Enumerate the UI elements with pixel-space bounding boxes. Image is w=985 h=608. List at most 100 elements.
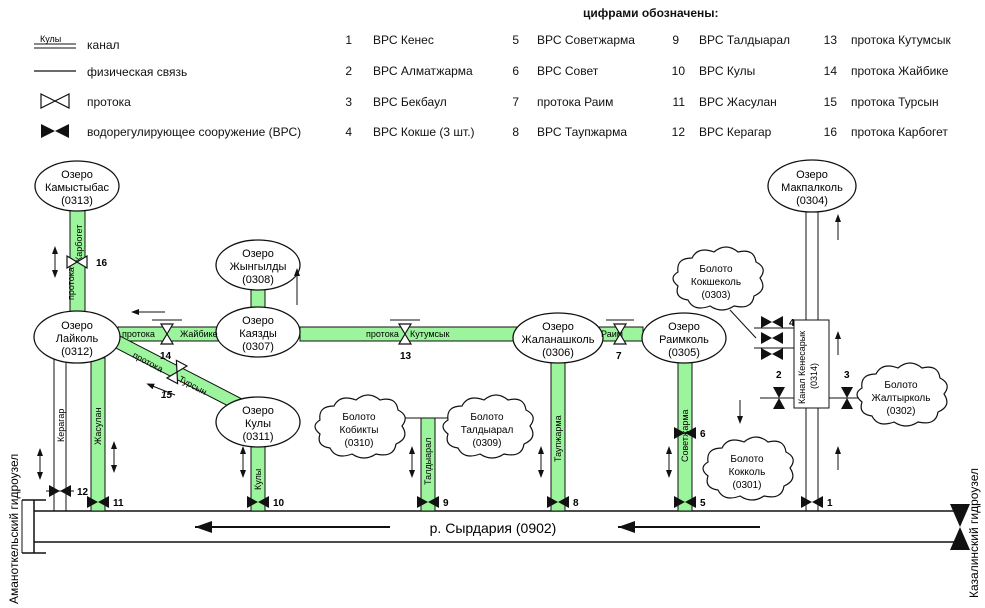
legend-num-12: 12 bbox=[671, 125, 685, 139]
lake-makpalkol-code: (0304) bbox=[796, 195, 828, 207]
channel-label-keragar: Керагар bbox=[56, 409, 66, 442]
lake-kayazdy-name: Озеро bbox=[242, 315, 274, 327]
canal-kenesaryk-code: (0314) bbox=[809, 363, 819, 389]
legend-item-2: ВРС Алматжарма bbox=[373, 64, 473, 78]
legend-num-6: 6 bbox=[512, 64, 519, 78]
num-14: 14 bbox=[160, 351, 172, 362]
num-13: 13 bbox=[400, 351, 412, 362]
structure-2 bbox=[773, 387, 785, 409]
lake-kamystybas bbox=[34, 160, 120, 212]
channel-label-zhasulan: Жасулан bbox=[93, 408, 103, 445]
structure-10 bbox=[247, 496, 269, 508]
lake-kamystybas-code: (0313) bbox=[61, 195, 93, 207]
num-10: 10 bbox=[273, 498, 285, 509]
structure-9 bbox=[417, 496, 439, 508]
legend-item-4: ВРС Кокше (3 шт.) bbox=[373, 125, 475, 139]
lake-kayazdy bbox=[215, 306, 301, 358]
swamp-taldyaral bbox=[442, 394, 534, 459]
num-5: 5 bbox=[700, 498, 706, 509]
legend-header: цифрами обозначены: bbox=[583, 6, 719, 20]
num-6: 6 bbox=[700, 429, 706, 440]
swamp-kokshekol bbox=[672, 246, 764, 311]
legend-num-14: 14 bbox=[823, 64, 837, 78]
dam-amanotkel bbox=[21, 499, 46, 554]
num-1: 1 bbox=[827, 498, 833, 509]
lake-makpalkol-name: Озеро bbox=[796, 169, 828, 181]
channel-label-kutumsyk: Кутумсык bbox=[410, 329, 450, 339]
swamp-zhaltyrkol bbox=[856, 362, 948, 427]
lake-kuly-code: (0311) bbox=[243, 431, 274, 443]
lake-laykol-code: (0312) bbox=[61, 346, 93, 358]
num-9: 9 bbox=[443, 498, 449, 509]
legend-duct-icon bbox=[40, 93, 70, 109]
structure-5 bbox=[674, 496, 696, 508]
lake-kayazdy-line2: Каязды bbox=[239, 328, 277, 340]
river-syrdarya: р. Сырдария (0902) bbox=[34, 510, 960, 543]
dam-right-label: Казалинский гидроузел bbox=[967, 468, 981, 598]
lake-kayazdy-code: (0307) bbox=[242, 341, 274, 353]
swamp-kokkol-name: Болото bbox=[730, 454, 764, 465]
legend-item-16: протока Карбогет bbox=[851, 125, 948, 139]
num-3: 3 bbox=[844, 370, 850, 381]
legend-item-14: протока Жайбике bbox=[851, 64, 949, 78]
legend-num-11: 11 bbox=[672, 95, 685, 109]
channel-label-protoka-karbooget: протока bbox=[66, 267, 76, 300]
duct-16 bbox=[66, 254, 88, 270]
channel-keragar bbox=[53, 358, 67, 511]
legend-structure-icon bbox=[41, 124, 69, 138]
duct-15 bbox=[165, 359, 189, 385]
legend-num-16: 16 bbox=[823, 125, 837, 139]
swamp-taldyaral-line2: Талдыарал bbox=[461, 425, 514, 436]
lake-kuly-name: Озеро bbox=[242, 405, 274, 417]
legend-duct-label: протока bbox=[87, 95, 131, 109]
num-16: 16 bbox=[96, 258, 108, 269]
lake-zhalanashkol bbox=[512, 312, 604, 364]
dam-kazalinsk bbox=[950, 504, 970, 550]
lake-zhalanashkol-line2: Жаланашколь bbox=[522, 334, 595, 346]
lake-kuly bbox=[215, 396, 301, 448]
swamp-kokshekol-code: (0303) bbox=[702, 290, 731, 301]
legend-num-15: 15 bbox=[823, 95, 837, 109]
dam-left-label: Аманоткельский гидроузел bbox=[7, 454, 21, 604]
legend-channel-label: канал bbox=[87, 38, 120, 52]
swamp-kokkol bbox=[702, 436, 794, 501]
legend-item-3: ВРС Бекбаул bbox=[373, 95, 447, 109]
num-4: 4 bbox=[789, 318, 795, 329]
legend-item-1: ВРС Кенес bbox=[373, 33, 434, 47]
channel-label-taldyaral: Талдыарал bbox=[423, 438, 433, 485]
legend-link-label: физическая связь bbox=[87, 65, 188, 79]
lake-raimkol bbox=[641, 312, 727, 364]
swamp-zhaltyrkol-line2: Жалтырколь bbox=[872, 393, 931, 404]
num-8: 8 bbox=[573, 498, 579, 509]
lake-zhalanashkol-name: Озеро bbox=[542, 321, 574, 333]
river-flow-arrow-right bbox=[618, 521, 635, 533]
lake-zhalanashkol-code: (0306) bbox=[542, 347, 574, 359]
num-12: 12 bbox=[77, 487, 89, 498]
legend-num-7: 7 bbox=[512, 95, 519, 109]
channel-label-raim: Раим bbox=[601, 329, 623, 339]
lake-makpalkol bbox=[767, 159, 857, 213]
structure-6 bbox=[674, 427, 696, 439]
legend-item-6: ВРС Совет bbox=[537, 64, 599, 78]
structure-8 bbox=[547, 496, 569, 508]
structure-1 bbox=[801, 496, 823, 508]
swamp-kokshekol-line2: Кокшеколь bbox=[691, 277, 741, 288]
swamp-kobikty bbox=[314, 394, 406, 459]
swamp-kokkol-code: (0301) bbox=[733, 480, 762, 491]
lake-zhyngyldy-name: Озеро bbox=[242, 248, 274, 260]
river-flow-arrow-left bbox=[195, 521, 212, 533]
channel-label-karbooget: Карбогет bbox=[74, 225, 84, 262]
structure-4b bbox=[761, 332, 783, 344]
legend-item-5: ВРС Советжарма bbox=[537, 33, 635, 47]
legend-item-10: ВРС Кулы bbox=[699, 64, 756, 78]
legend-symbols: Кулы bbox=[34, 34, 76, 138]
swamp-taldyaral-code: (0309) bbox=[473, 438, 502, 449]
river-label: р. Сырдария (0902) bbox=[430, 520, 557, 536]
legend-num-3: 3 bbox=[345, 95, 352, 109]
swamp-kokkol-line2: Кокколь bbox=[729, 467, 766, 478]
channel-label-taupzharma: Таупжарма bbox=[553, 415, 563, 462]
legend-item-13: протока Кутумсык bbox=[851, 33, 951, 47]
lake-laykol-name: Озеро bbox=[61, 320, 93, 332]
swamp-kobikty-line2: Кобикты bbox=[340, 424, 379, 436]
